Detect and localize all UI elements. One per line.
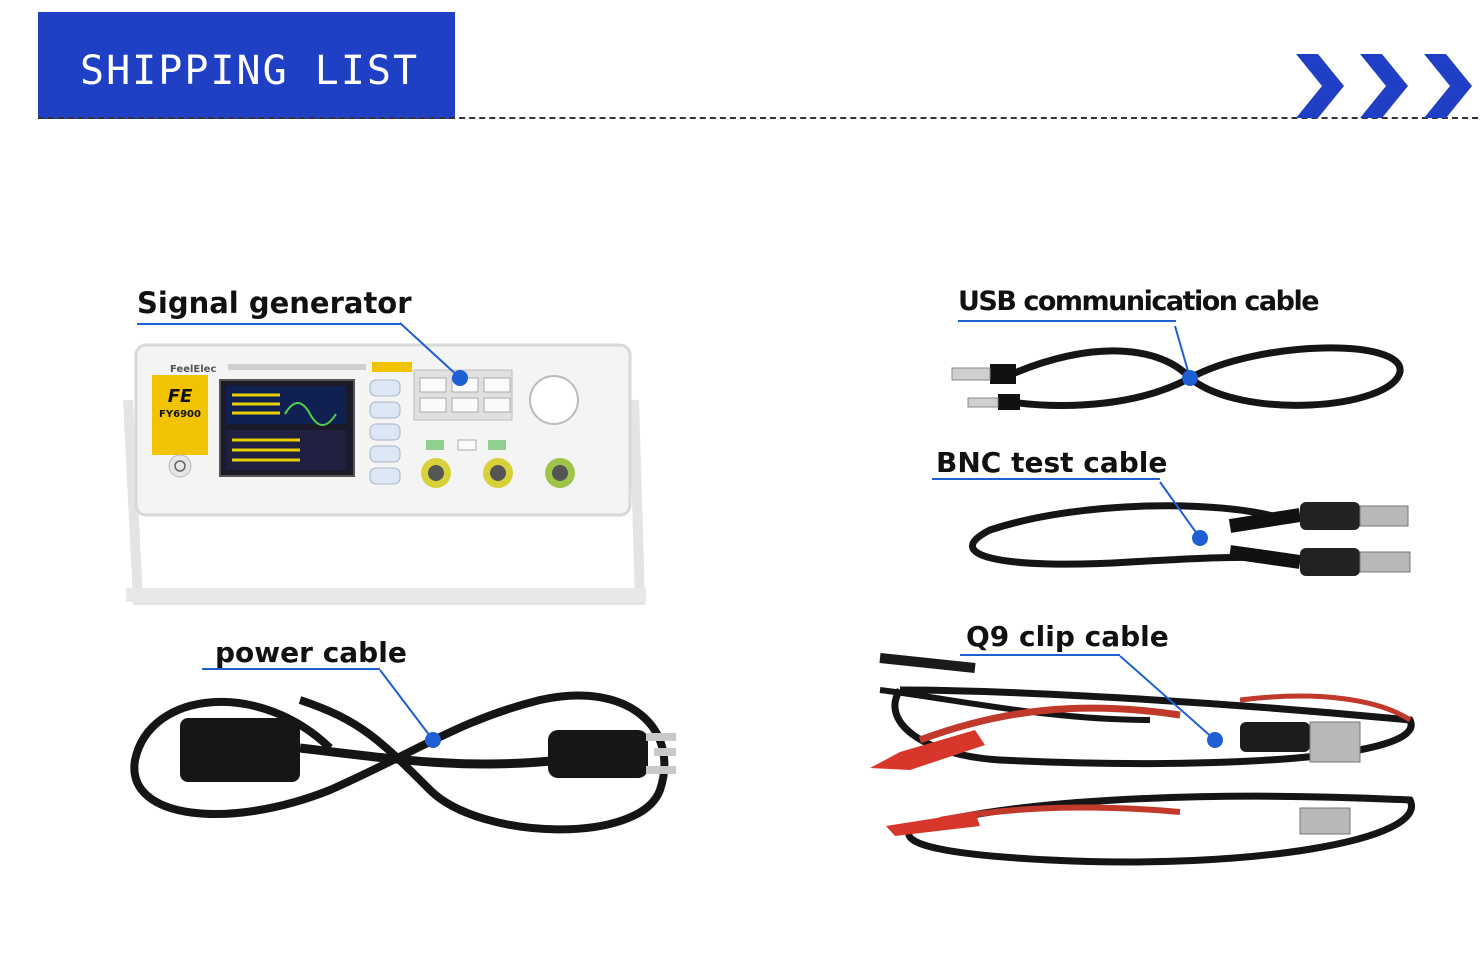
generator-logo: FE (168, 386, 193, 407)
signal-generator-underline (137, 323, 401, 325)
power-cable-underline (202, 668, 380, 670)
q9-cable-underline (960, 654, 1120, 656)
power-cable-image (130, 669, 676, 834)
page-title: SHIPPING LIST (80, 48, 420, 94)
signal-generator-label: Signal generator (137, 286, 412, 320)
header-divider (38, 117, 1478, 119)
header-banner: SHIPPING LIST (38, 12, 455, 119)
q9-cable-image (870, 653, 1415, 866)
bnc-cable-label: BNC test cable (936, 446, 1168, 479)
power-cable-label: power cable (215, 636, 407, 669)
q9-cable-label: Q9 clip cable (966, 620, 1169, 653)
triple-chevron-right-icon (1296, 54, 1472, 118)
bnc-cable-image (969, 481, 1411, 576)
usb-cable-underline (958, 320, 1176, 322)
usb-cable-image (951, 325, 1404, 410)
generator-model: FY6900 (159, 409, 201, 420)
bnc-cable-underline (932, 478, 1160, 480)
signal-generator-image: FE FY6900 FeelElec (123, 322, 646, 605)
usb-cable-label: USB communication cable (958, 286, 1320, 317)
generator-brand: FeelElec (170, 364, 216, 375)
